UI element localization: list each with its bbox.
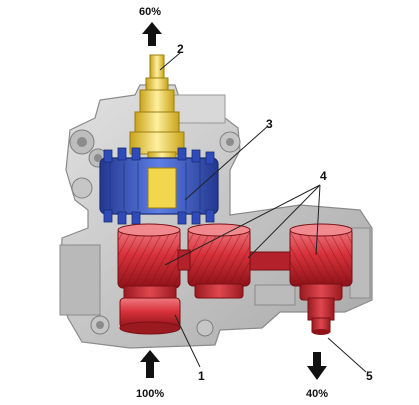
blue-planetary-gear-set (99, 147, 219, 225)
input-up-arrow (140, 350, 160, 378)
bottom-input-percent: 100% (136, 388, 164, 400)
callout-5: 5 (366, 369, 373, 383)
callout-leader-lines (159, 52, 367, 373)
top-output-percent: 60% (139, 6, 161, 18)
red-helical-gear-train (117, 223, 353, 335)
bottom-output-percent: 40% (306, 388, 328, 400)
callout-1: 1 (198, 369, 205, 383)
output-up-arrow (142, 22, 162, 46)
callout-2: 2 (177, 42, 184, 56)
callout-3: 3 (266, 117, 273, 131)
output-down-arrow (307, 352, 327, 380)
callout-4: 4 (320, 169, 327, 183)
